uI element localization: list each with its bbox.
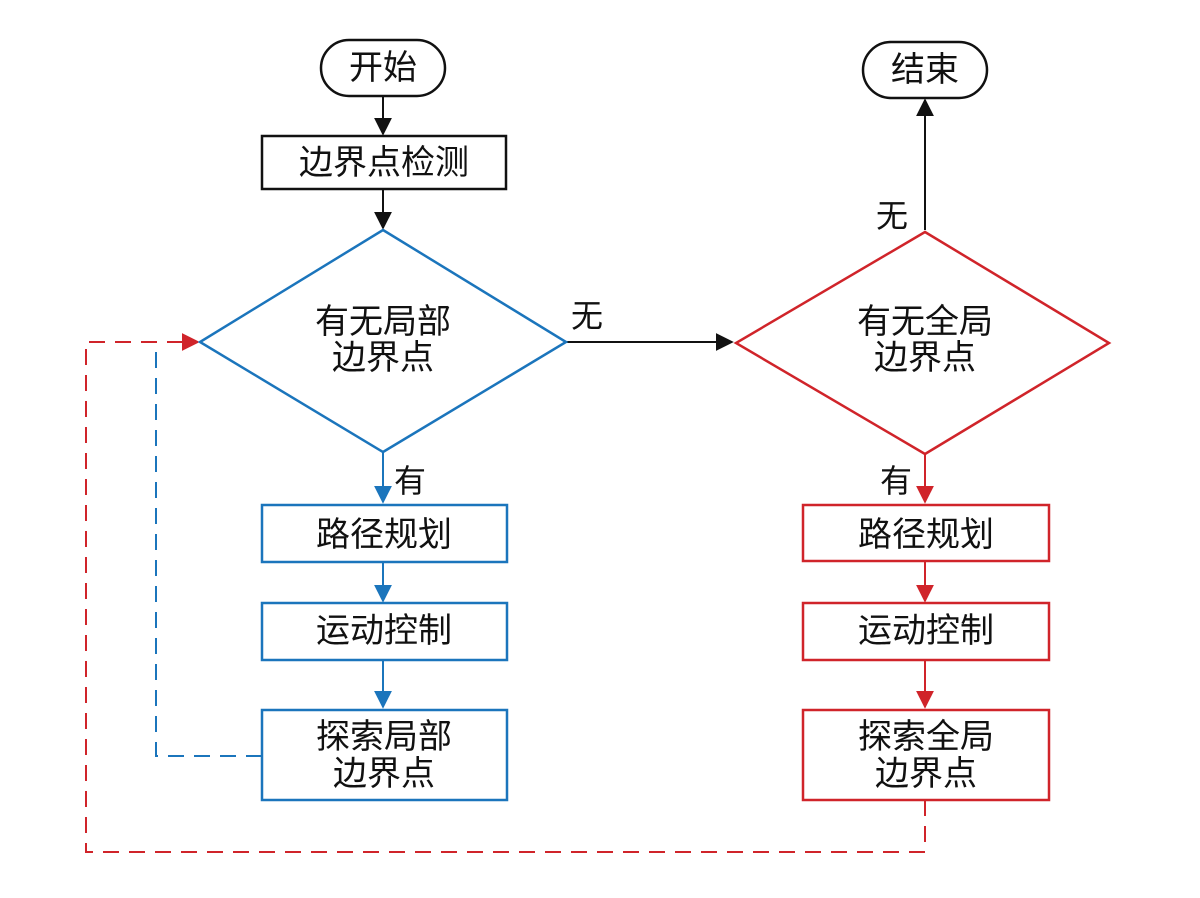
local-path-node [260,503,509,564]
local-explore-line2: 边界点 [333,754,435,794]
local-decision-node [197,228,569,454]
detect-label: 边界点检测 [299,143,469,183]
edge-local-explore-loop [155,342,262,757]
global-motion-node [801,601,1051,662]
local-decision-line2: 边界点 [332,338,434,378]
global-no-label: 无 [876,197,908,235]
global-decision-line1: 有无全局 [857,302,993,342]
global-motion-label: 运动控制 [858,611,994,651]
global-path-node [801,503,1051,563]
detect-node [260,134,508,191]
edge-global-explore-loop [85,333,926,853]
global-path-label: 路径规划 [858,515,994,555]
end-node [861,40,989,100]
end-label: 结束 [891,50,959,90]
global-decision-node [733,230,1112,456]
global-explore-line2: 边界点 [875,754,977,794]
local-no-label: 无 [571,297,603,335]
local-explore-line1: 探索局部 [316,717,452,757]
global-yes-label: 有 [880,462,912,500]
global-explore-line1: 探索全局 [858,717,994,757]
local-motion-node [260,601,509,662]
local-explore-node [260,708,509,802]
local-yes-label: 有 [394,462,426,500]
start-label: 开始 [349,48,417,88]
local-decision-line1: 有无局部 [315,302,451,342]
local-path-label: 路径规划 [316,515,452,555]
global-explore-node [801,708,1051,802]
local-motion-label: 运动控制 [316,611,452,651]
global-decision-line2: 边界点 [874,338,976,378]
start-node [319,38,447,98]
